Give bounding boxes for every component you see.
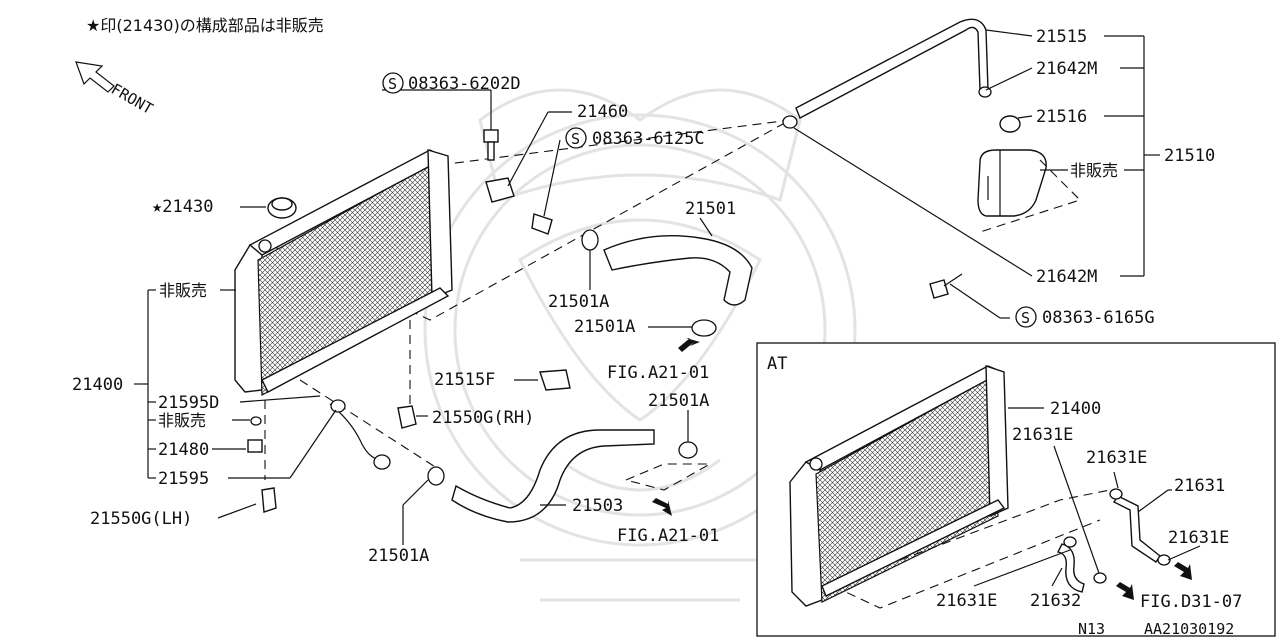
label-21550g-rh: 21550G(RH): [432, 408, 534, 428]
label-21501a-2: 21501A: [574, 317, 635, 337]
label-at-21631e-3: 21631E: [1168, 528, 1229, 548]
clamp-21501a-right: [678, 410, 698, 459]
reservoir-tank: [977, 115, 1082, 233]
label-21400: 21400: [72, 375, 123, 395]
label-21515: 21515: [1036, 27, 1087, 47]
label-21510: 21510: [1164, 146, 1215, 166]
s-circle-icon: S: [382, 72, 404, 94]
label-nonsale-left2: 非販売: [158, 411, 206, 430]
reservoir-hose-21515: [782, 18, 992, 129]
label-at-21631e-4: 21631E: [936, 591, 997, 611]
label-star-21430: ★21430: [152, 197, 213, 217]
note-text: ★印(21430)の構成部品は非販売: [86, 16, 324, 35]
svg-text:S: S: [388, 75, 397, 93]
clamp-21501a-upper: [581, 229, 599, 290]
label-at-21632: 21632: [1030, 591, 1081, 611]
front-label: FRONT: [108, 80, 156, 118]
reservoir-callouts: [793, 29, 1160, 319]
label-21480: 21480: [158, 440, 209, 460]
bracket-21460: [485, 111, 572, 203]
clip-21515f: [514, 369, 571, 391]
footer-page-code: N13: [1078, 620, 1105, 638]
label-21642m-2: 21642M: [1036, 267, 1097, 287]
label-21501a-1: 21501A: [548, 292, 609, 312]
label-21516: 21516: [1036, 107, 1087, 127]
label-21515f: 21515F: [434, 370, 495, 390]
label-08363-6165g: 08363-6165G: [1042, 308, 1155, 328]
at-inset: AT 21400 21631 21631E 21631E 21631E 2163…: [756, 342, 1276, 637]
radiator-cap-21430: [240, 197, 297, 219]
label-21595: 21595: [158, 469, 209, 489]
label-08363-6202d: 08363-6202D: [408, 74, 521, 94]
arrow-fig-icon: [678, 338, 700, 352]
watermark-emblem: [423, 88, 857, 602]
drain-cock-assembly: [247, 399, 391, 513]
label-at-21631e-2: 21631E: [1086, 448, 1147, 468]
label-fig-a21-01-1: FIG.A21-01: [607, 363, 709, 383]
label-at-21631: 21631: [1174, 476, 1225, 496]
at-inset-title: AT: [767, 354, 787, 374]
clamp-21501a-lower: [648, 319, 717, 337]
label-21501a-3: 21501A: [648, 391, 709, 411]
bolt-08363-6165g: [929, 273, 963, 299]
label-at-21631e-1: 21631E: [1012, 425, 1073, 445]
label-nonsale-right: 非販売: [1070, 161, 1118, 180]
arrow-fig-icon: [652, 498, 672, 516]
label-fig-d31-07: FIG.D31-07: [1140, 592, 1242, 612]
left-callout-bracket: [134, 289, 337, 519]
label-21501: 21501: [685, 199, 736, 219]
label-21642m-1: 21642M: [1036, 59, 1097, 79]
label-21460: 21460: [577, 102, 628, 122]
front-arrow-icon: [75, 61, 115, 93]
label-nonsale-left: 非販売: [159, 281, 207, 300]
label-at-21400: 21400: [1050, 399, 1101, 419]
upper-hose-21501: [603, 217, 753, 306]
footer-figure-id: AA21030192: [1144, 620, 1234, 638]
label-21501a-4: 21501A: [368, 546, 429, 566]
drain-plug-21550g-rh: [397, 405, 428, 429]
label-21503: 21503: [572, 496, 623, 516]
label-08363-6125c: 08363-6125C: [592, 129, 705, 149]
dashed-frame-fig: [624, 463, 713, 491]
svg-text:S: S: [571, 130, 580, 148]
label-21550g-lh: 21550G(LH): [90, 509, 192, 529]
bolt-08363-6125c: [531, 139, 561, 235]
radiator-main: [234, 119, 791, 480]
label-21595d: 21595D: [158, 393, 219, 413]
clamp-21501a-bottom: [402, 466, 445, 545]
s-circle-icon: S: [565, 127, 587, 149]
label-fig-a21-01-2: FIG.A21-01: [617, 526, 719, 546]
s-circle-icon: S: [1015, 306, 1037, 328]
lower-hose-21503: [451, 429, 655, 523]
svg-text:S: S: [1021, 309, 1030, 327]
arrow-fig-icon: [1116, 562, 1192, 600]
